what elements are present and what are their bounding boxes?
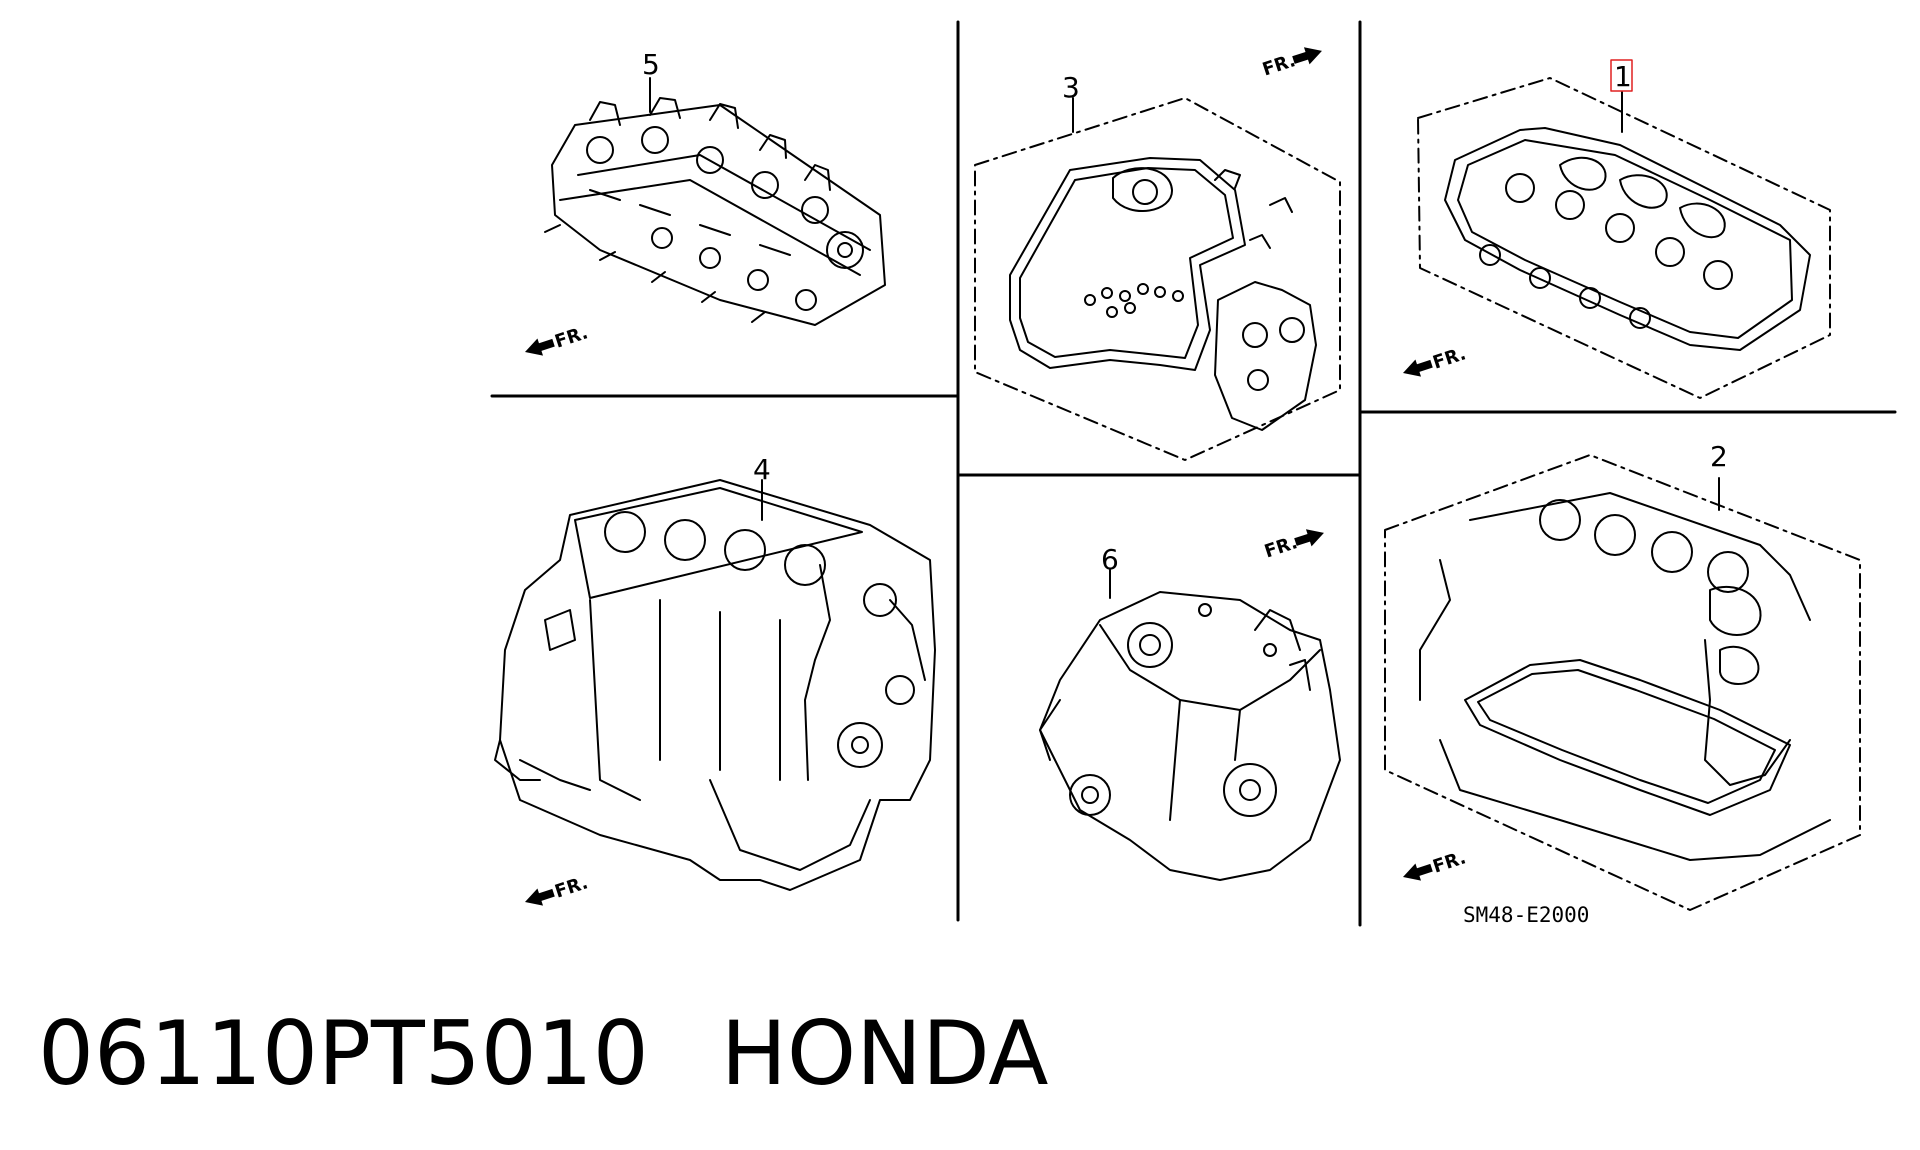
front-direction-arrow-icon: FR. FR. FR. FR. FR. FR. <box>525 47 1469 906</box>
transmission-assembly-illustration <box>1039 591 1341 881</box>
transmission-gasket-kit-illustration <box>974 97 1341 461</box>
callout-number-2: 2 <box>1710 440 1728 473</box>
cylinder-head-assembly-illustration <box>544 97 886 326</box>
svg-text:FR.: FR. <box>552 872 590 902</box>
panel-dividers <box>490 20 1897 927</box>
diagram-reference-code: SM48-E2000 <box>1463 903 1589 927</box>
svg-text:FR.: FR. <box>1260 50 1298 80</box>
part-number: 06110PT5010 <box>38 1002 649 1105</box>
block-gasket-kit-illustration <box>1384 454 1861 911</box>
callout-number-1: 1 <box>1614 60 1632 93</box>
svg-text:FR.: FR. <box>1430 343 1468 373</box>
callout-1-highlight-box <box>1610 59 1633 92</box>
callout-number-4: 4 <box>753 453 771 486</box>
callout-number-3: 3 <box>1062 71 1080 104</box>
callout-number-5: 5 <box>642 48 660 81</box>
svg-text:FR.: FR. <box>552 322 590 352</box>
engine-block-assembly-illustration <box>494 479 936 891</box>
brand-name: HONDA <box>720 1002 1049 1105</box>
svg-text:FR.: FR. <box>1262 532 1300 562</box>
svg-text:FR.: FR. <box>1430 847 1468 877</box>
callout-number-6: 6 <box>1101 543 1119 576</box>
head-gasket-kit-illustration <box>1417 77 1831 399</box>
